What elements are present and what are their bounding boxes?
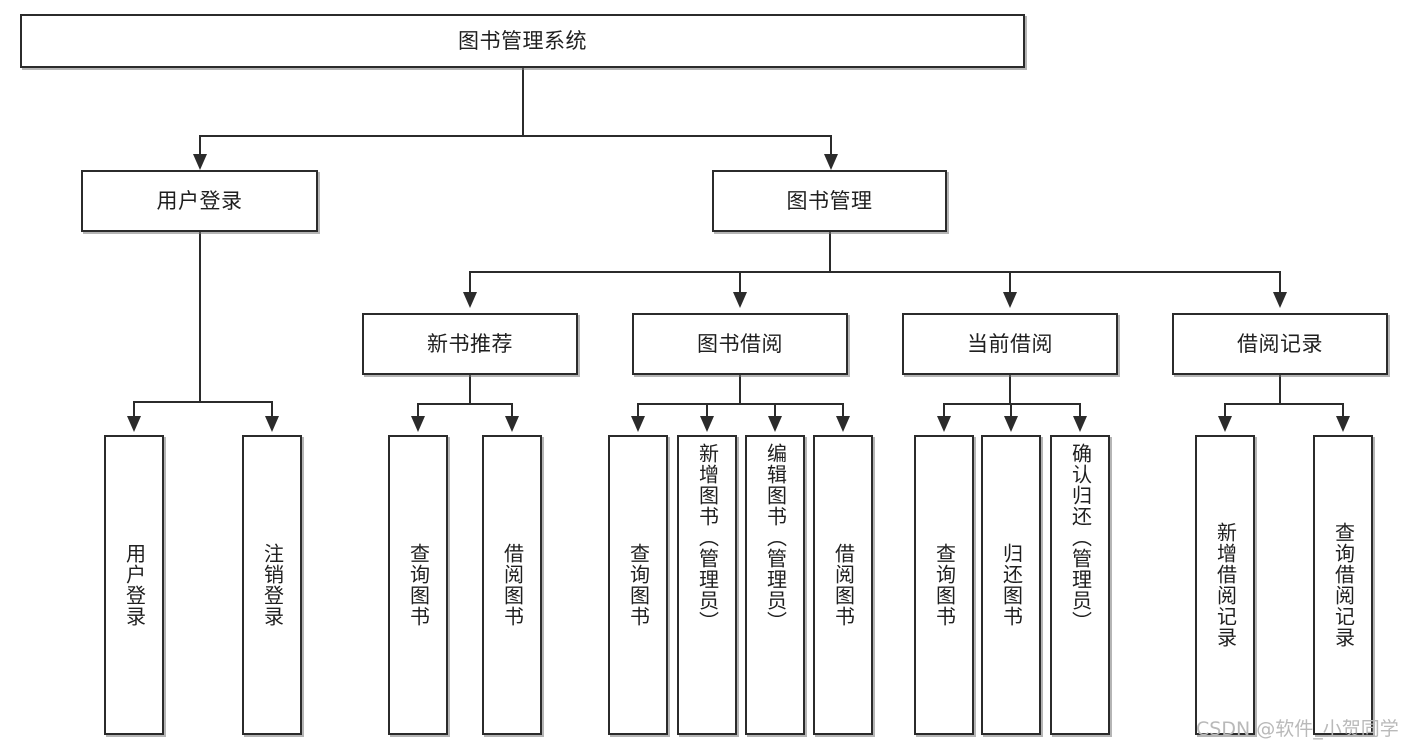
leaf-query-book-borrowing[interactable]: 查询图书: [608, 435, 668, 735]
edge-book-mgmt-drop-1: [469, 271, 471, 295]
edge-new-book-rec-drop-2: [511, 403, 513, 419]
edge-root-to-user-login-drop: [199, 135, 201, 157]
node-root-book-management-system[interactable]: 图书管理系统: [20, 14, 1025, 68]
edge-new-book-rec-stem: [469, 375, 471, 405]
edge-book-mgmt-drop-3: [1009, 271, 1011, 295]
arrowhead-leaf-logout: [265, 416, 279, 432]
node-label: 图书借阅: [697, 331, 783, 356]
node-label: 新书推荐: [427, 331, 513, 356]
edge-borrow-record-stem: [1279, 375, 1281, 405]
arrowhead-borrow-record: [1273, 292, 1287, 308]
leaf-return-book[interactable]: 归还图书: [981, 435, 1041, 735]
edge-book-borrow-drop-1: [637, 403, 639, 419]
node-new-book-recommendation[interactable]: 新书推荐: [362, 313, 578, 375]
leaf-borrow-book-borrowing[interactable]: 借阅图书: [813, 435, 873, 735]
node-label: 确认归还（管理员）: [1068, 443, 1093, 632]
arrowhead-leaf-confirm-return: [1073, 416, 1087, 432]
edge-book-borrow-stem: [739, 375, 741, 405]
edge-user-login-bus: [133, 401, 272, 403]
arrowhead-user-login: [193, 154, 207, 170]
edge-current-borrow-drop-3: [1079, 403, 1081, 419]
edge-book-borrow-drop-2: [706, 403, 708, 419]
edge-user-login-stem: [199, 232, 201, 402]
edge-new-book-rec-drop-1: [417, 403, 419, 419]
arrowhead-leaf-user-login: [127, 416, 141, 432]
arrowhead-book-borrow: [733, 292, 747, 308]
arrowhead-leaf-query-book-3: [937, 416, 951, 432]
edge-current-borrow-stem: [1009, 375, 1011, 405]
edge-book-mgmt-bus: [469, 271, 1281, 273]
node-label: 当前借阅: [967, 331, 1053, 356]
edge-borrow-record-bus: [1224, 403, 1343, 405]
node-borrowing-records[interactable]: 借阅记录: [1172, 313, 1388, 375]
node-label: 图书管理系统: [458, 28, 587, 53]
leaf-edit-book-admin[interactable]: 编辑图书（管理员）: [745, 435, 805, 735]
arrowhead-leaf-borrow-book-1: [505, 416, 519, 432]
node-label: 查询图书: [406, 543, 431, 627]
node-label: 编辑图书（管理员）: [763, 443, 788, 632]
arrowhead-leaf-return-book: [1004, 416, 1018, 432]
node-label: 查询图书: [932, 543, 957, 627]
node-label: 新增图书（管理员）: [695, 443, 720, 632]
node-label: 用户登录: [122, 543, 147, 627]
edge-book-mgmt-stem: [829, 232, 831, 273]
arrowhead-leaf-query-book-1: [411, 416, 425, 432]
edge-user-login-drop-2: [271, 401, 273, 419]
leaf-query-book-recommendation[interactable]: 查询图书: [388, 435, 448, 735]
arrowhead-leaf-add-record: [1218, 416, 1232, 432]
csdn-watermark: CSDN @软件_小贺同学: [1196, 718, 1399, 740]
leaf-query-borrowing-record[interactable]: 查询借阅记录: [1313, 435, 1373, 735]
arrowhead-leaf-add-book: [700, 416, 714, 432]
node-label: 用户登录: [156, 188, 243, 213]
edge-root-stem: [522, 68, 524, 136]
node-book-management[interactable]: 图书管理: [712, 170, 947, 232]
node-label: 图书管理: [786, 188, 873, 213]
edge-borrow-record-drop-2: [1342, 403, 1344, 419]
leaf-query-book-current[interactable]: 查询图书: [914, 435, 974, 735]
leaf-borrow-book-recommendation[interactable]: 借阅图书: [482, 435, 542, 735]
leaf-add-book-admin[interactable]: 新增图书（管理员）: [677, 435, 737, 735]
node-label: 注销登录: [260, 543, 285, 627]
node-user-login[interactable]: 用户登录: [81, 170, 318, 232]
node-label: 查询借阅记录: [1331, 522, 1356, 648]
edge-book-borrow-drop-4: [842, 403, 844, 419]
node-label: 借阅记录: [1237, 331, 1323, 356]
edge-root-to-book-mgmt-drop: [830, 135, 832, 157]
arrowhead-book-mgmt: [824, 154, 838, 170]
node-current-borrowing[interactable]: 当前借阅: [902, 313, 1118, 375]
edge-current-borrow-drop-2: [1010, 403, 1012, 419]
edge-book-mgmt-drop-4: [1279, 271, 1281, 295]
edge-user-login-drop-1: [133, 401, 135, 419]
arrowhead-leaf-query-record: [1336, 416, 1350, 432]
arrowhead-leaf-query-book-2: [631, 416, 645, 432]
node-label: 查询图书: [626, 543, 651, 627]
edge-book-mgmt-drop-2: [739, 271, 741, 295]
arrowhead-leaf-edit-book: [768, 416, 782, 432]
node-label: 借阅图书: [831, 543, 856, 627]
arrowhead-current-borrow: [1003, 292, 1017, 308]
edge-new-book-rec-bus: [417, 403, 512, 405]
node-label: 借阅图书: [500, 543, 525, 627]
edge-current-borrow-drop-1: [943, 403, 945, 419]
edge-book-borrow-bus: [637, 403, 843, 405]
leaf-logout[interactable]: 注销登录: [242, 435, 302, 735]
arrowhead-leaf-borrow-book-2: [836, 416, 850, 432]
edge-borrow-record-drop-1: [1224, 403, 1226, 419]
node-book-borrowing[interactable]: 图书借阅: [632, 313, 848, 375]
leaf-add-borrowing-record[interactable]: 新增借阅记录: [1195, 435, 1255, 735]
arrowhead-new-book-rec: [463, 292, 477, 308]
edge-book-borrow-drop-3: [774, 403, 776, 419]
node-label: 新增借阅记录: [1213, 522, 1238, 648]
node-label: 归还图书: [999, 543, 1024, 627]
leaf-user-login[interactable]: 用户登录: [104, 435, 164, 735]
leaf-confirm-return-admin[interactable]: 确认归还（管理员）: [1050, 435, 1110, 735]
edge-root-bus: [199, 135, 832, 137]
